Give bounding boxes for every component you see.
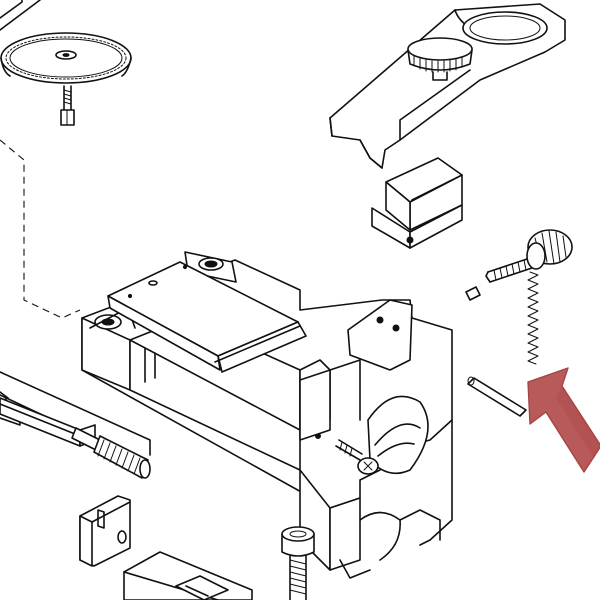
thumbscrew	[485, 229, 573, 283]
top-clamp-arm	[329, 3, 566, 169]
socket-screw	[335, 439, 379, 475]
compression-spring	[527, 271, 539, 365]
small-sleeve	[465, 286, 481, 301]
bottom-socket-bolt	[281, 526, 315, 600]
clamp-knob	[407, 37, 473, 81]
bottom-bracket	[79, 495, 131, 567]
cutter-bolt	[60, 85, 75, 126]
top-plate	[107, 261, 307, 373]
knurled-handle	[71, 427, 151, 479]
dowel-pin	[467, 376, 527, 417]
bottom-block	[123, 551, 253, 600]
jaw-insert	[371, 157, 463, 249]
cutter-wheel	[0, 32, 132, 84]
arrow-up-left-icon	[527, 367, 600, 473]
